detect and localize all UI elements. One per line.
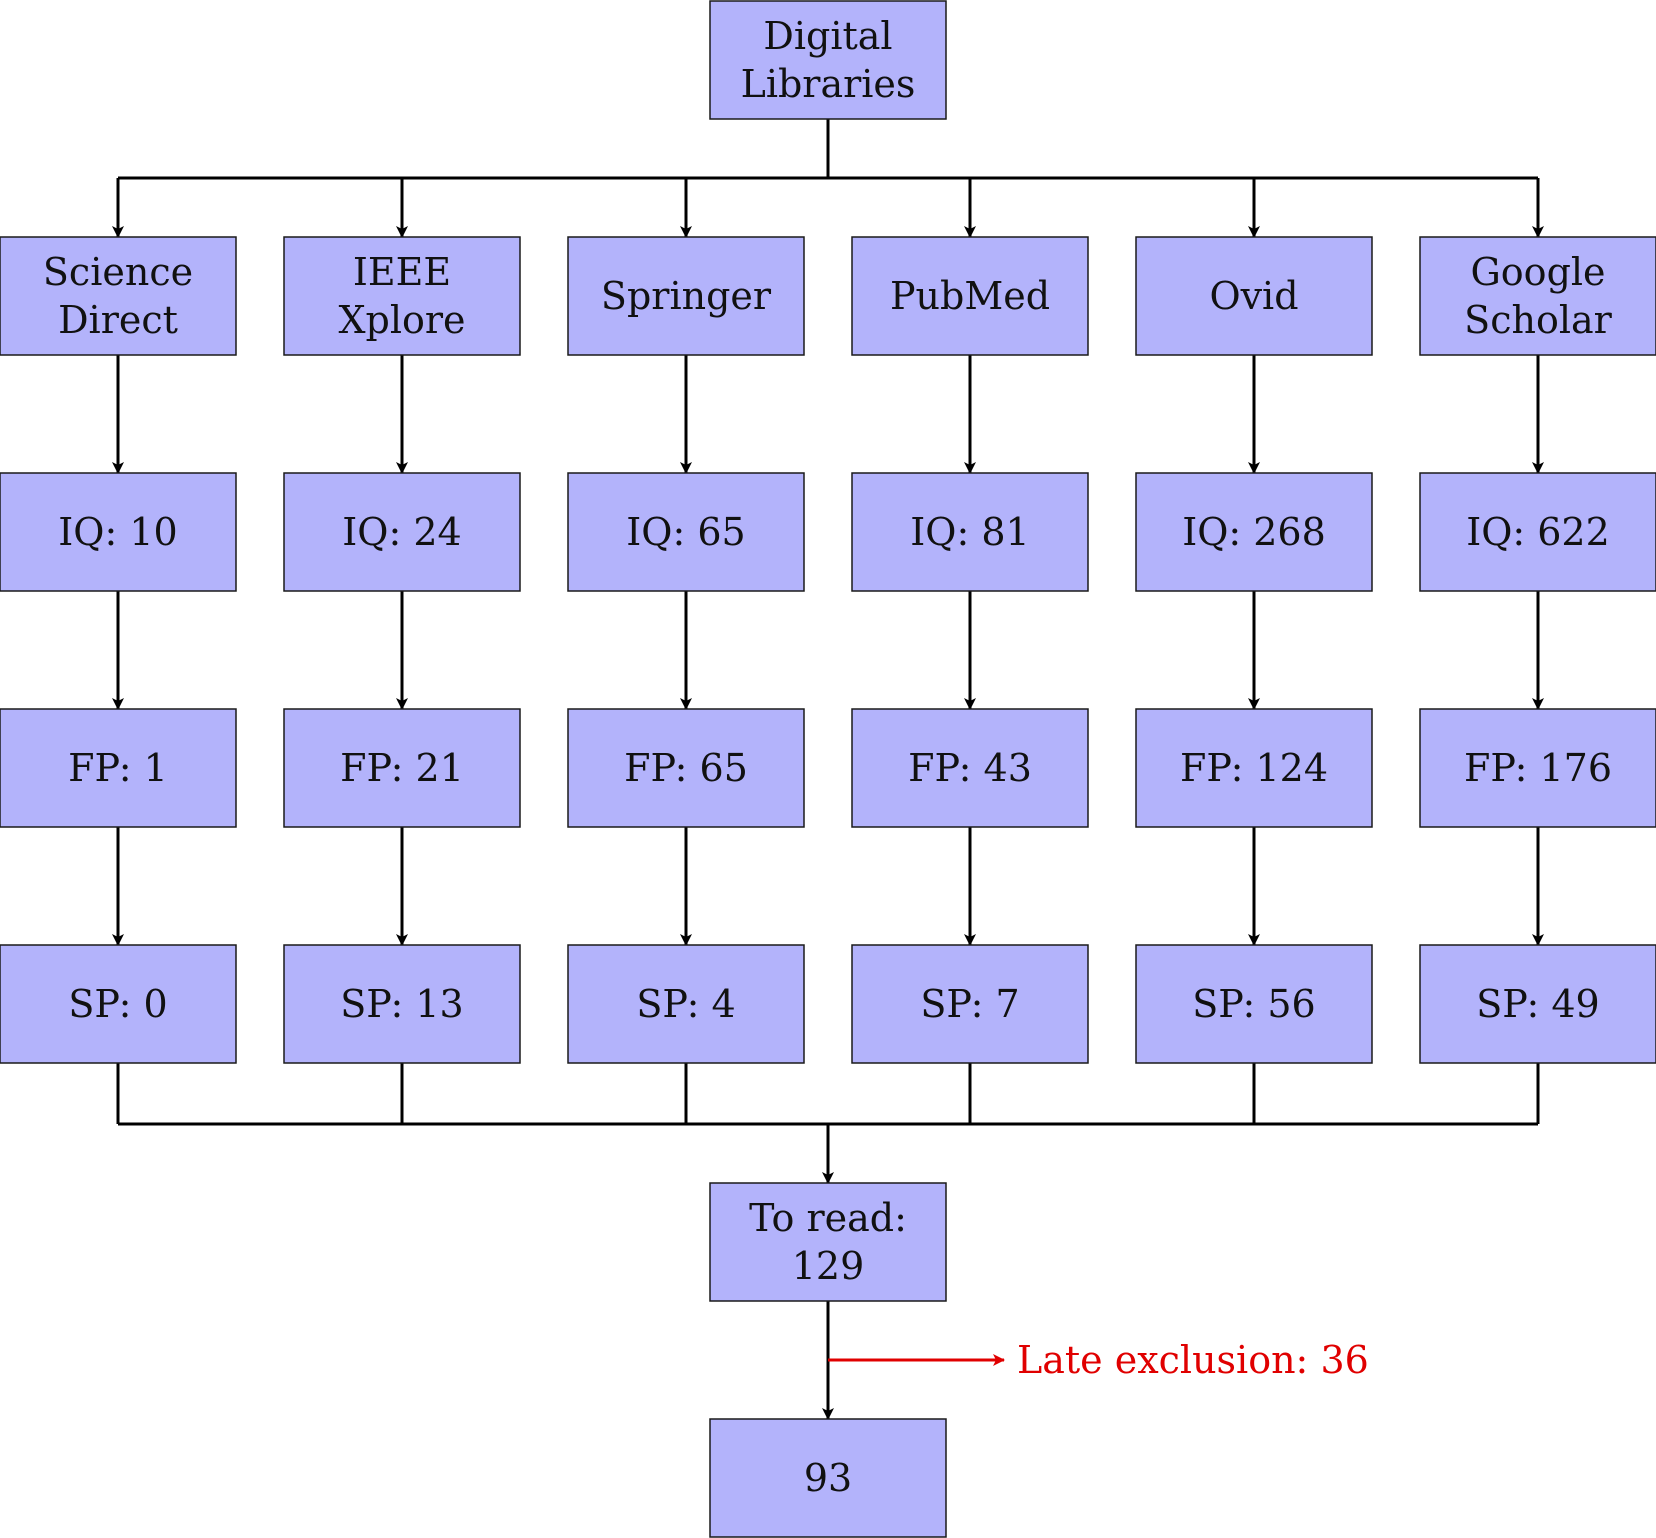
fp-node-springer: FP: 65	[567, 708, 805, 828]
sp-node-pubmed-box	[851, 944, 1089, 1064]
library-node-ieee-xplore-box	[283, 236, 521, 356]
library-node-pubmed: PubMed	[851, 236, 1089, 356]
fp-node-google-scholar-box	[1419, 708, 1656, 828]
fp-node-ovid-label: FP: 124	[1180, 746, 1328, 790]
library-node-ovid-label: Ovid	[1209, 274, 1298, 318]
fp-node-ovid-box	[1135, 708, 1373, 828]
iq-node-ieee-xplore: IQ: 24	[283, 472, 521, 592]
iq-node-science-direct: IQ: 10	[0, 472, 237, 592]
fp-node-science-direct: FP: 1	[0, 708, 237, 828]
iq-node-pubmed: IQ: 81	[851, 472, 1089, 592]
final-node-box	[709, 1418, 947, 1538]
iq-node-science-direct-box	[0, 472, 237, 592]
sp-node-springer: SP: 4	[567, 944, 805, 1064]
iq-node-science-direct-label: IQ: 10	[58, 510, 177, 554]
library-node-ieee-xplore-label: Xplore	[338, 298, 465, 342]
library-node-science-direct-label: Direct	[58, 298, 178, 342]
library-node-ovid: Ovid	[1135, 236, 1373, 356]
to-read-node-box	[709, 1182, 947, 1302]
to-read-node: To read:129	[709, 1182, 947, 1302]
fp-node-ieee-xplore-label: FP: 21	[340, 746, 464, 790]
library-node-pubmed-label: PubMed	[890, 274, 1050, 318]
library-node-springer: Springer	[567, 236, 805, 356]
sp-node-science-direct-box	[0, 944, 237, 1064]
library-node-google-scholar-label: Scholar	[1464, 298, 1612, 342]
library-node-pubmed-box	[851, 236, 1089, 356]
sp-node-ovid-label: SP: 56	[1192, 982, 1315, 1026]
sp-node-ieee-xplore: SP: 13	[283, 944, 521, 1064]
iq-node-google-scholar: IQ: 622	[1419, 472, 1656, 592]
sp-node-google-scholar: SP: 49	[1419, 944, 1656, 1064]
library-node-google-scholar-label: Google	[1470, 250, 1605, 294]
fp-node-google-scholar-label: FP: 176	[1464, 746, 1612, 790]
sp-node-ieee-xplore-box	[283, 944, 521, 1064]
fp-node-springer-box	[567, 708, 805, 828]
sp-node-google-scholar-box	[1419, 944, 1656, 1064]
sp-node-science-direct: SP: 0	[0, 944, 237, 1064]
iq-node-google-scholar-label: IQ: 622	[1466, 510, 1610, 554]
root-node-label: Digital	[763, 14, 892, 58]
fp-node-springer-label: FP: 65	[624, 746, 748, 790]
sp-node-pubmed-label: SP: 7	[920, 982, 1019, 1026]
sp-node-science-direct-label: SP: 0	[68, 982, 167, 1026]
iq-node-pubmed-label: IQ: 81	[910, 510, 1029, 554]
iq-node-google-scholar-box	[1419, 472, 1656, 592]
fp-node-ieee-xplore: FP: 21	[283, 708, 521, 828]
iq-node-springer: IQ: 65	[567, 472, 805, 592]
library-node-ovid-box	[1135, 236, 1373, 356]
fp-node-pubmed: FP: 43	[851, 708, 1089, 828]
library-node-ieee-xplore-label: IEEE	[353, 250, 451, 294]
root-node-box	[709, 0, 947, 120]
fp-node-science-direct-label: FP: 1	[68, 746, 168, 790]
library-node-science-direct-box	[0, 236, 237, 356]
fp-node-ovid: FP: 124	[1135, 708, 1373, 828]
iq-node-ovid-label: IQ: 268	[1182, 510, 1326, 554]
iq-node-springer-box	[567, 472, 805, 592]
to-read-node-label: 129	[792, 1244, 865, 1288]
fp-node-science-direct-box	[0, 708, 237, 828]
edges-layer	[112, 119, 1544, 1420]
iq-node-ovid-box	[1135, 472, 1373, 592]
sp-node-pubmed: SP: 7	[851, 944, 1089, 1064]
library-node-science-direct-label: Science	[43, 250, 193, 294]
iq-node-pubmed-box	[851, 472, 1089, 592]
final-node-label: 93	[804, 1456, 852, 1500]
sp-node-google-scholar-label: SP: 49	[1476, 982, 1599, 1026]
sp-node-springer-box	[567, 944, 805, 1064]
fp-node-ieee-xplore-box	[283, 708, 521, 828]
library-node-google-scholar-box	[1419, 236, 1656, 356]
late-exclusion-label: Late exclusion: 36	[1017, 1338, 1369, 1382]
sp-node-ovid: SP: 56	[1135, 944, 1373, 1064]
final-node: 93	[709, 1418, 947, 1538]
to-read-node-label: To read:	[749, 1196, 907, 1240]
iq-node-springer-label: IQ: 65	[626, 510, 745, 554]
sp-node-springer-label: SP: 4	[636, 982, 735, 1026]
iq-node-ovid: IQ: 268	[1135, 472, 1373, 592]
sp-node-ieee-xplore-label: SP: 13	[340, 982, 463, 1026]
fp-node-pubmed-label: FP: 43	[908, 746, 1032, 790]
fp-node-pubmed-box	[851, 708, 1089, 828]
iq-node-ieee-xplore-box	[283, 472, 521, 592]
root-node-label: Libraries	[741, 62, 916, 106]
fp-node-google-scholar: FP: 176	[1419, 708, 1656, 828]
library-node-springer-label: Springer	[601, 274, 772, 318]
library-node-springer-box	[567, 236, 805, 356]
iq-node-ieee-xplore-label: IQ: 24	[342, 510, 461, 554]
sp-node-ovid-box	[1135, 944, 1373, 1064]
